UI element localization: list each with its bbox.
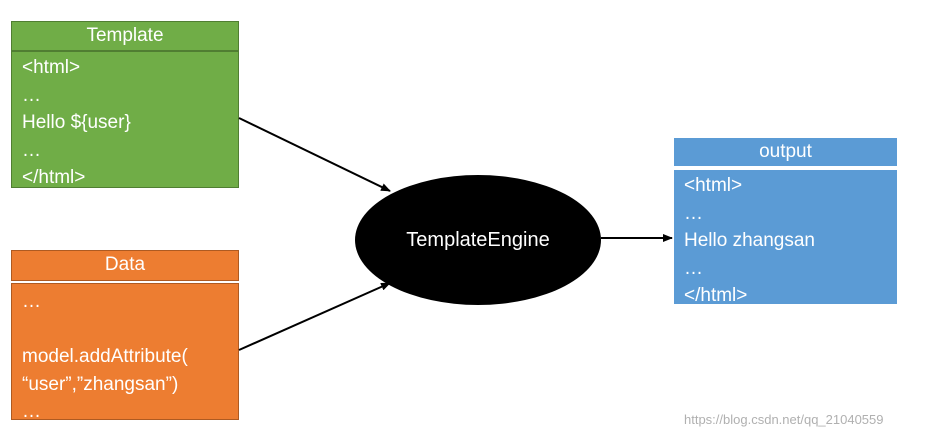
template-line: …	[22, 84, 41, 106]
output-box-header: output	[674, 138, 897, 166]
arrow-template-to-engine	[238, 117, 391, 192]
template-box-header: Template	[11, 21, 239, 51]
data-line: “user”,”zhangsan”)	[22, 373, 179, 395]
template-line: Hello ${user}	[22, 112, 131, 133]
output-line: Hello zhangsan	[684, 230, 815, 251]
arrow-data-to-engine	[238, 282, 391, 351]
output-line: …	[684, 257, 703, 279]
output-line: </html>	[684, 285, 748, 306]
output-title: output	[759, 141, 812, 162]
data-line: model.addAttribute(	[22, 346, 188, 367]
data-line	[22, 316, 238, 344]
template-line: <html>	[22, 57, 81, 78]
data-line: …	[22, 401, 41, 422]
data-box-body: … model.addAttribute( “user”,”zhangsan”)…	[11, 283, 239, 422]
output-line: …	[684, 202, 703, 224]
output-line: <html>	[684, 175, 743, 196]
template-line: …	[22, 139, 41, 161]
output-box-body: <html> … Hello zhangsan … </html>	[674, 170, 897, 306]
template-box-body: <html> … Hello ${user} … </html>	[11, 51, 239, 188]
template-line: </html>	[22, 167, 86, 188]
template-title: Template	[86, 25, 164, 46]
watermark-text: https://blog.csdn.net/qq_21040559	[684, 412, 884, 427]
engine-label: TemplateEngine	[406, 228, 550, 251]
data-box-header: Data	[11, 250, 239, 281]
data-line: …	[22, 291, 41, 312]
template-engine-node: TemplateEngine	[355, 175, 601, 305]
data-title: Data	[104, 254, 146, 275]
